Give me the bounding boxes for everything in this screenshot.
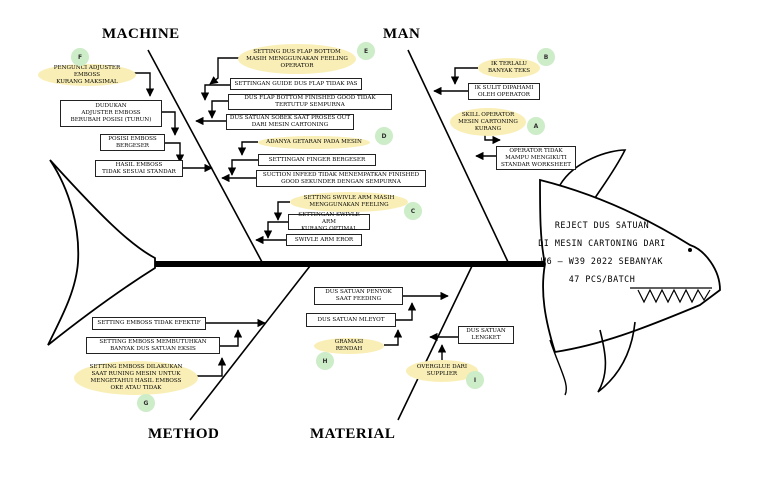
cause-sobek: DUS SATUAN SOBEK SAAT PROSES OUT DARI ME… [226,114,354,130]
root-cause-g-badge: G [137,394,155,412]
cause-membutuhkan: SETTING EMBOSS MEMBUTUHKAN BANYAK DUS SA… [86,337,220,354]
arrow-machine-finger [227,159,258,176]
bone-machine [147,49,263,263]
category-method: METHOD [148,426,220,442]
bone-man [407,49,509,263]
arrow-machine-e [209,57,240,85]
category-material: MATERIAL [310,426,396,442]
root-cause-f-badge: F [71,48,89,66]
arrow-material-mleyot [396,302,417,321]
root-cause-i: OVERGLUE DARI SUPPLIER [406,360,478,382]
cause-operator: OPERATOR TIDAK MAMPU MENGIKUTI STANDAR W… [496,146,576,170]
cause-hasil-emboss: HASIL EMBOSS TIDAK SESUAI STANDAR [95,160,183,177]
cause-dudukan: DUDUKAN ADJUSTER EMBOSS BERUBAH POSISI (… [60,100,162,127]
root-cause-c-badge: C [404,202,422,220]
cause-swivle-setting: SETTINGAN SWIVLE ARM KURANG OPTIMAL [288,212,370,232]
root-cause-a: SKILL OPERATOR MESIN CARTONING KURANG [450,108,526,136]
arrow-machine-swivle-setting [263,221,288,239]
root-cause-f: PENGUNCI ADJUSTER EMBOSS KURANG MAKSIMAL [38,64,136,86]
cause-guide: SETTINGAN GUIDE DUS FLAP TIDAK PAS [230,78,362,90]
effect-problem-statement: REJECT DUS SATUAN DI MESIN CARTONING DAR… [538,220,666,284]
category-machine: MACHINE [102,26,180,42]
bone-method [189,265,311,421]
category-man: MAN [383,26,421,42]
arrow-machine-dudukan [160,111,180,136]
bone-material [397,265,473,421]
root-cause-h: GRAMASI RENDAH [314,338,384,354]
cause-tidak-efektif: SETTING EMBOSS TIDAK EFEKTIF [92,317,206,330]
arrow-man-b [450,67,478,85]
arrow-machine-d [237,141,258,156]
root-cause-b: IK TERLALU BANYAK TEKS [478,58,540,78]
cause-posisi-emboss: POSISI EMBOSS BERGESER [100,134,165,151]
fish-fin-bottom [597,321,636,393]
cause-ik-sulit: IK SULIT DIPAHAMI OLEH OPERATOR [468,83,540,100]
arrow-material-h [384,329,403,346]
cause-swivle-error: SWIVLE ARM EROR [286,234,362,246]
root-cause-c: SETTING SWIVLE ARM MASIH MENGGUNAKAN FEE… [290,192,408,212]
cause-mleyot: DUS SATUAN MLEYOT [306,313,396,327]
arrow-machine-guide [200,84,230,101]
root-cause-d: ADANYA GETARAN PADA MESIN [258,136,370,149]
root-cause-e: SETTING DUS FLAP BOTTOM MASIH MENGGUNAKA… [238,44,356,74]
root-cause-a-badge: A [527,117,545,135]
root-cause-g: SETTING EMBOSS DILAKUKAN SAAT RUNING MES… [74,361,198,395]
root-cause-d-badge: D [375,127,393,145]
fish-fin-bottom-2 [549,339,567,396]
arrow-machine-flap [207,100,228,119]
cause-penyok: DUS SATUAN PENYOK SAAT FEEDING [314,287,403,305]
cause-suction: SUCTION INFEED TIDAK MENEMPATKAN FINISHE… [256,170,426,187]
arrow-method-g [196,357,227,377]
cause-finger: SETTINGAN FINGER BERGESER [258,154,376,166]
fish-head [539,178,721,354]
fish-teeth [637,288,711,304]
root-cause-i-badge: I [466,371,484,389]
root-cause-b-badge: B [537,48,555,66]
cause-lengket: DUS SATUAN LENGKET [458,326,514,344]
fish-eye [688,248,692,252]
arrow-method-membutuhkan [220,329,243,347]
fish-fin-top [559,149,627,199]
arrow-machine-posisi [165,142,185,163]
arrow-machine-c [273,201,290,221]
cause-flap-bottom: DUS FLAP BOTTOM FINISHED GOOD TIDAK TERT… [228,94,392,110]
root-cause-h-badge: H [316,352,334,370]
fish-tail [47,159,156,346]
root-cause-e-badge: E [357,42,375,60]
